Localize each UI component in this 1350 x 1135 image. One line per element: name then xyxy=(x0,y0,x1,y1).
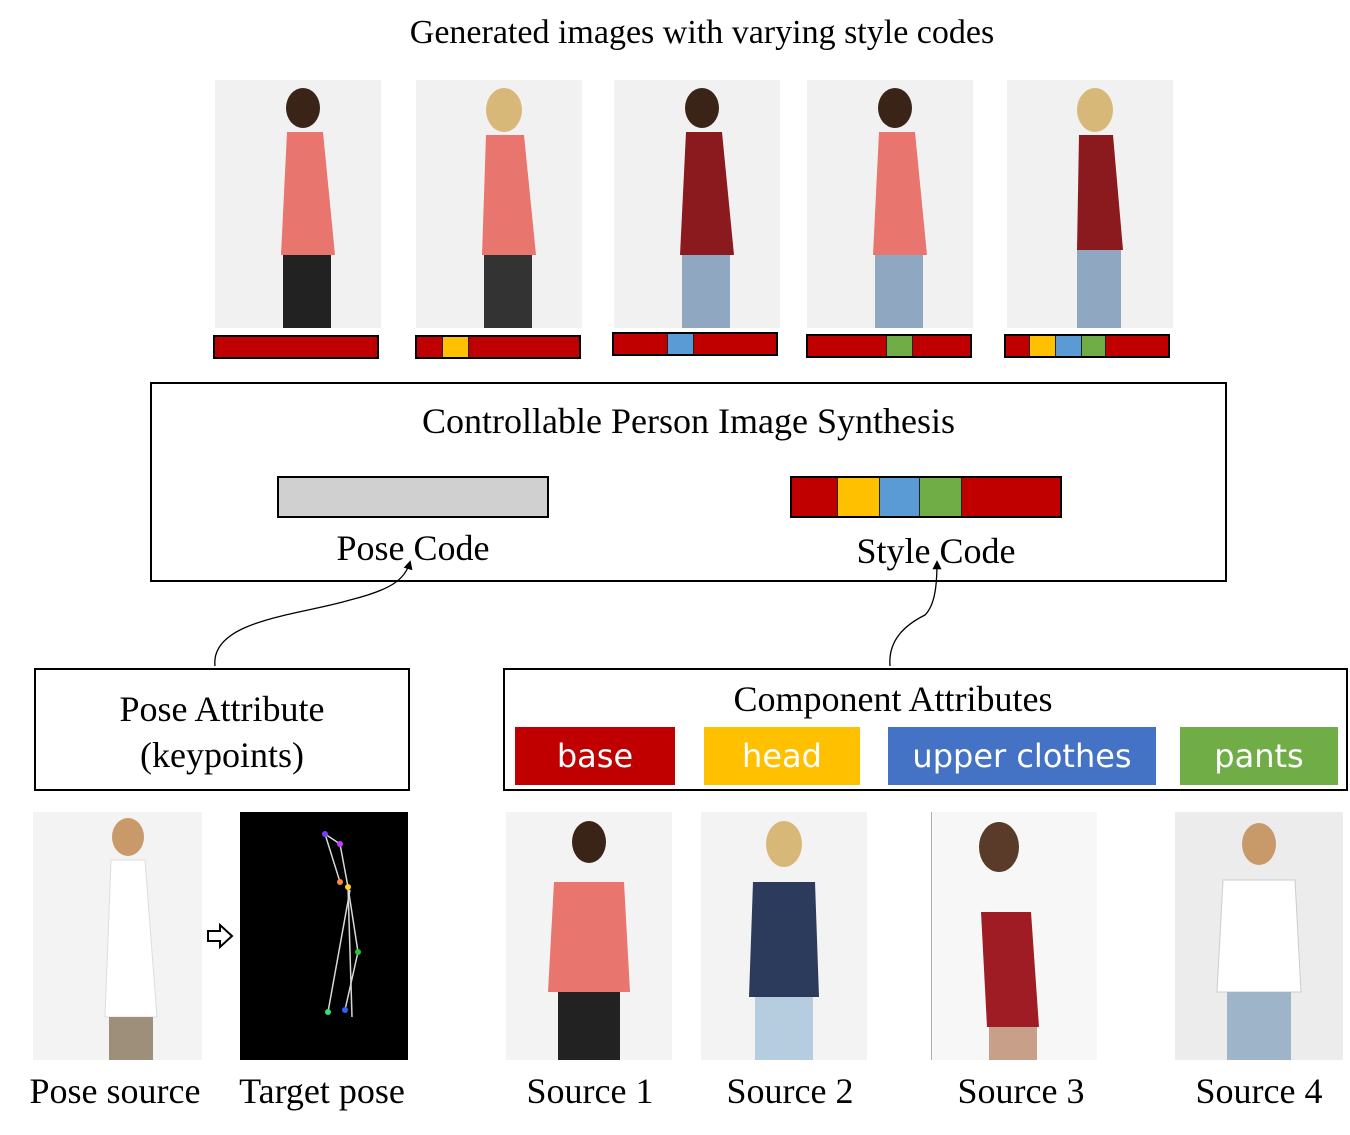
segment-base xyxy=(792,478,838,516)
segment-base xyxy=(808,336,887,356)
style-code-bar-4 xyxy=(806,334,972,358)
generated-image-5 xyxy=(1007,80,1173,328)
right-arrow-icon xyxy=(206,922,234,950)
target-pose-image xyxy=(240,812,408,1060)
figure-title: Generated images with varying style code… xyxy=(409,14,995,51)
caption-source-2: Source 2 xyxy=(726,1071,854,1111)
segment-base xyxy=(694,334,776,354)
generated-image-4 xyxy=(807,80,973,328)
segment-upper-clothes xyxy=(668,334,694,354)
style-arrow xyxy=(889,560,942,667)
segment-base xyxy=(417,337,443,357)
generated-image-3 xyxy=(614,80,780,328)
segment-upper-clothes xyxy=(1056,336,1082,356)
segment-pants xyxy=(920,478,962,516)
segment-head xyxy=(1030,336,1056,356)
segment-pants xyxy=(1082,336,1106,356)
synthesis-title: Controllable Person Image Synthesis xyxy=(422,401,955,441)
source-1-image xyxy=(506,812,672,1060)
segment-base xyxy=(962,478,1060,516)
style-code-bar xyxy=(790,476,1062,518)
pose-attribute-subtitle: (keypoints) xyxy=(140,735,304,775)
generated-image-2 xyxy=(416,80,582,328)
style-code-bar-3 xyxy=(612,332,778,356)
pose-attribute-title: Pose Attribute xyxy=(119,689,325,729)
style-code-bar-1 xyxy=(213,335,379,359)
segment-base xyxy=(614,334,668,354)
chip-base: base xyxy=(515,727,675,785)
caption-source-4: Source 4 xyxy=(1195,1071,1323,1111)
caption-target-pose: Target pose xyxy=(239,1071,405,1111)
source-4-image xyxy=(1175,812,1343,1060)
segment-head xyxy=(443,337,469,357)
segment-upper-clothes xyxy=(880,478,920,516)
style-code-bar-5 xyxy=(1004,334,1170,358)
pose-source-image xyxy=(33,812,202,1060)
segment-base xyxy=(469,337,579,357)
caption-source-1: Source 1 xyxy=(526,1071,654,1111)
pose-attribute-box xyxy=(34,668,410,791)
segment-base xyxy=(1006,336,1030,356)
generated-image-1 xyxy=(215,80,381,328)
source-2-image xyxy=(701,812,867,1060)
component-attributes-title: Component Attributes xyxy=(733,679,1053,719)
segment-base xyxy=(913,336,970,356)
chip-pants: pants xyxy=(1180,727,1338,785)
chip-head: head xyxy=(704,727,860,785)
chip-upper-clothes: upper clothes xyxy=(888,727,1156,785)
caption-source-3: Source 3 xyxy=(957,1071,1085,1111)
pose-arrow xyxy=(214,560,413,667)
segment-base xyxy=(215,337,377,357)
segment-base xyxy=(1106,336,1168,356)
pose-code-label: Pose Code xyxy=(336,528,490,568)
style-code-bar-2 xyxy=(415,335,581,359)
pose-code-bar xyxy=(277,476,549,518)
source-3-image xyxy=(931,812,1097,1060)
segment-pants xyxy=(887,336,913,356)
segment-head xyxy=(838,478,880,516)
caption-pose-source: Pose source xyxy=(29,1071,201,1111)
